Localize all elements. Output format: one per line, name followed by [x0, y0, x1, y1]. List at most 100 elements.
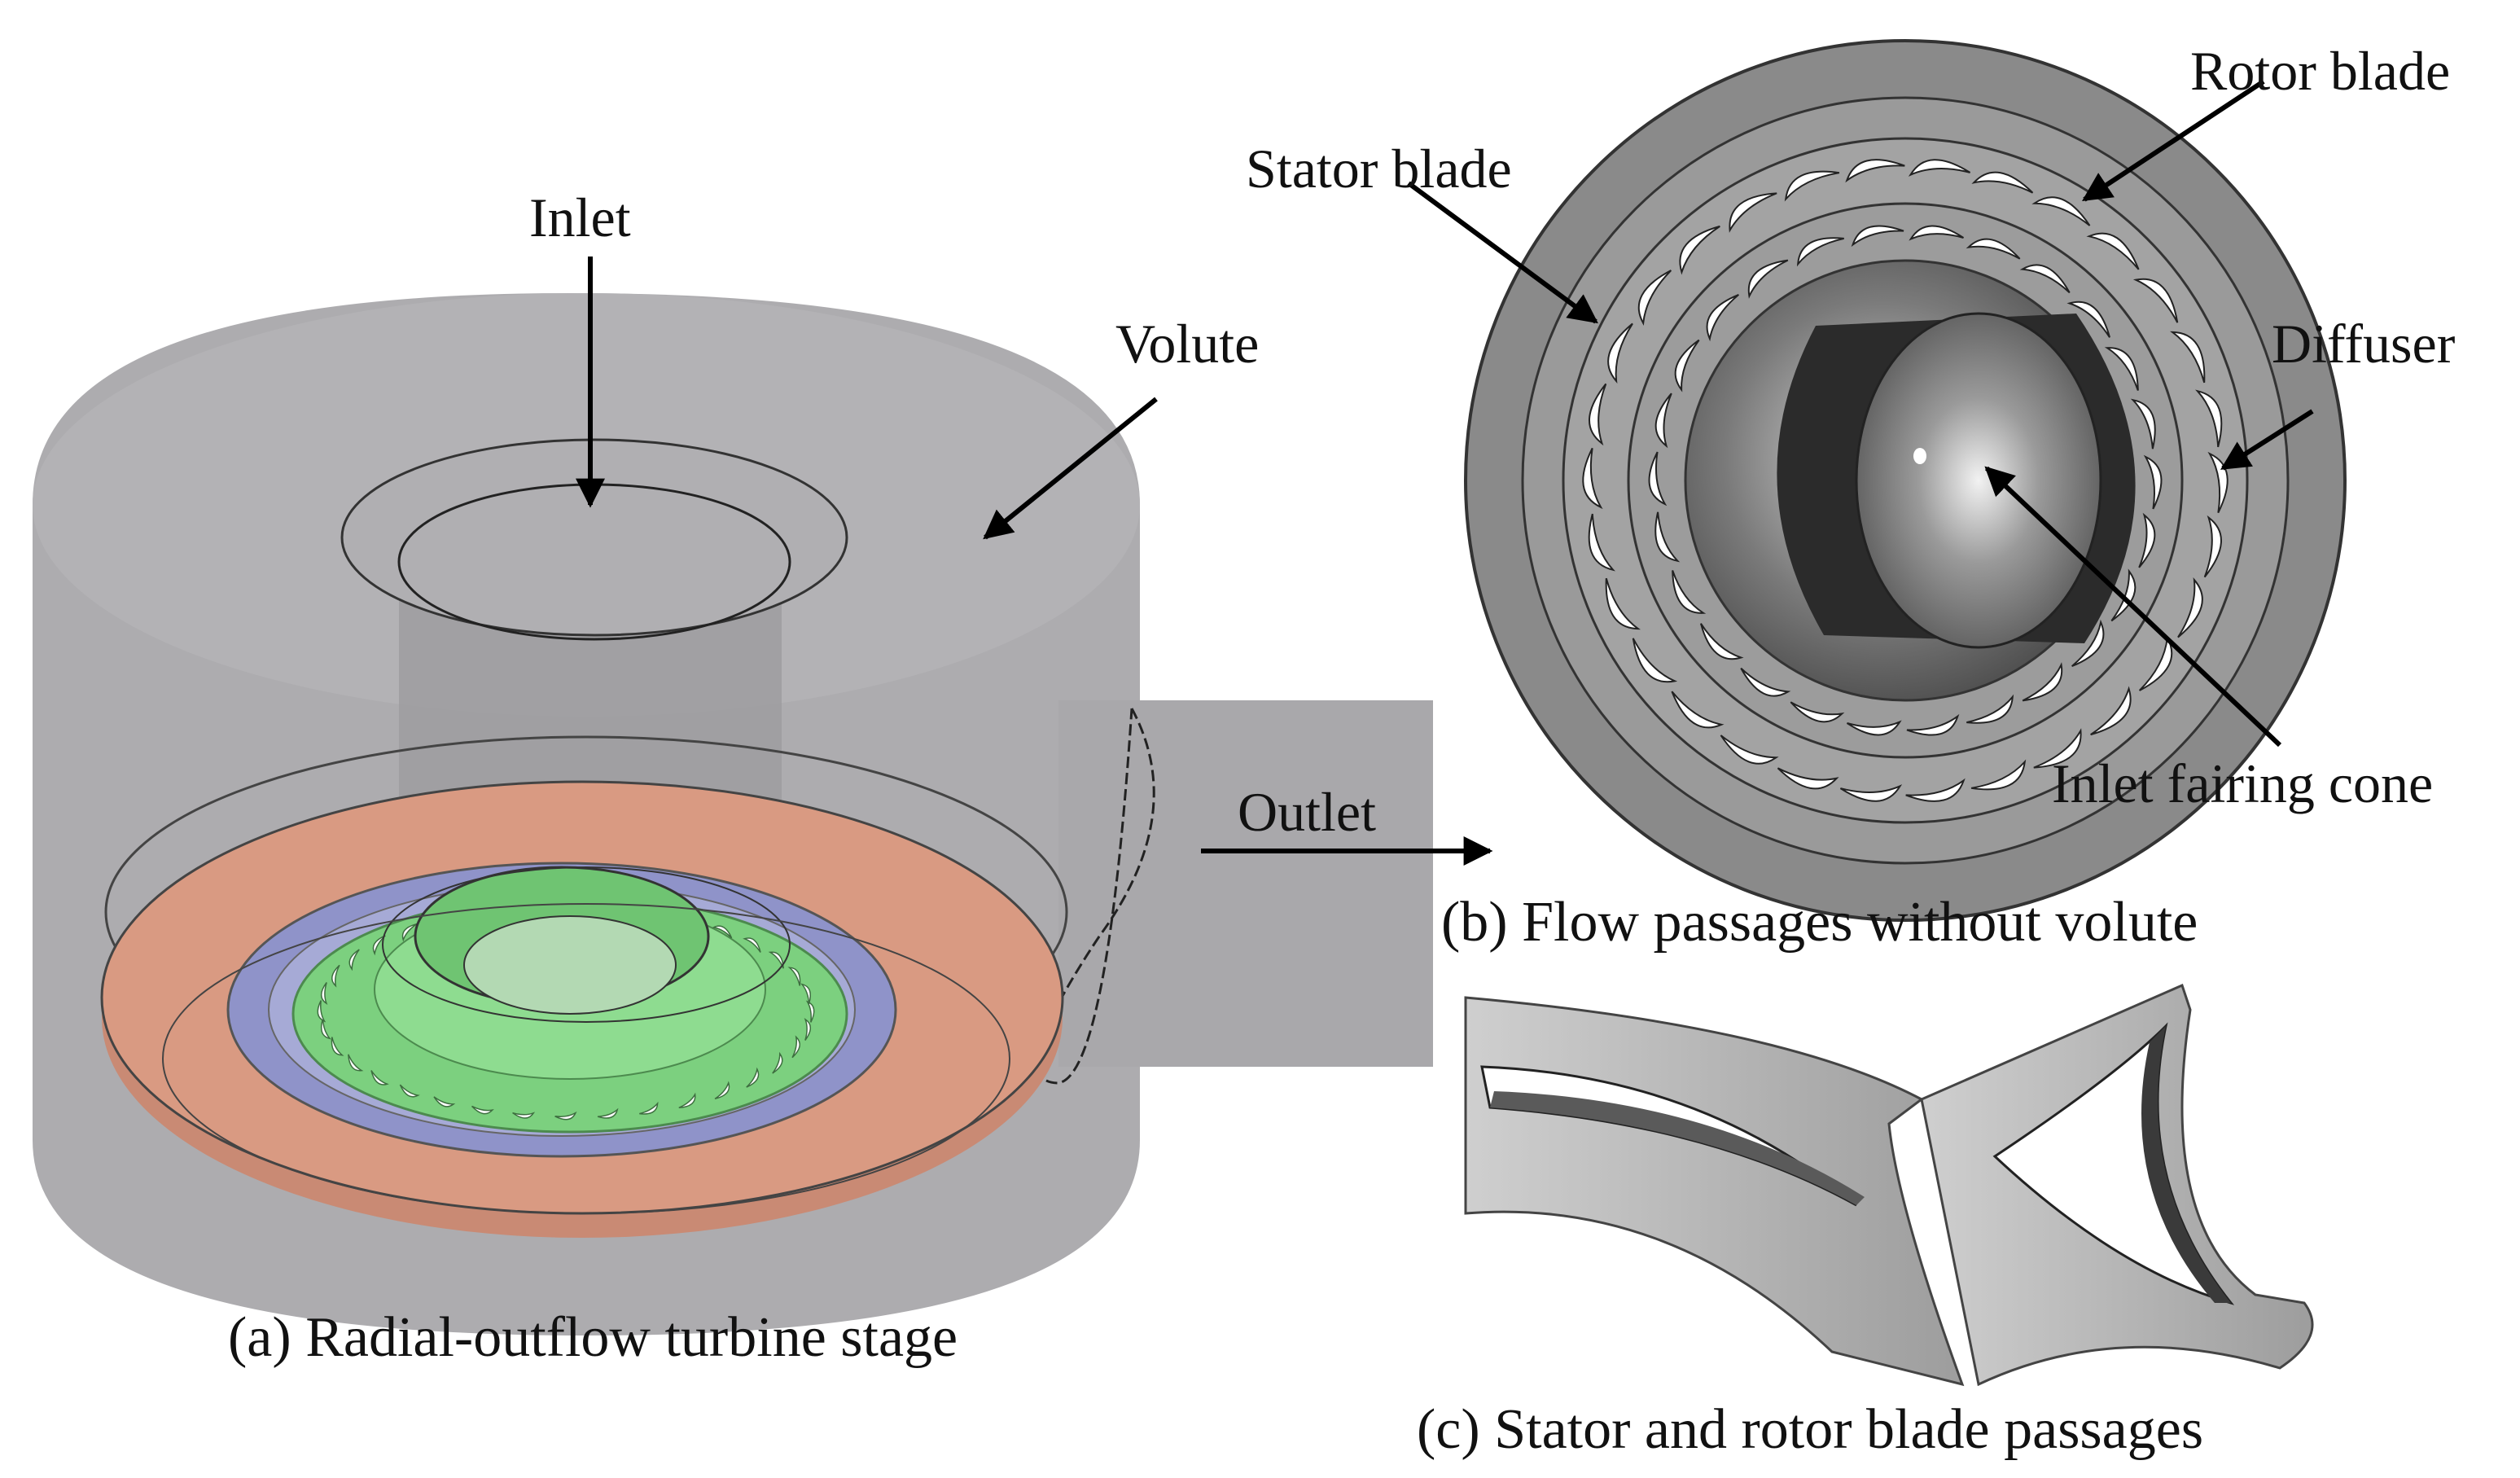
rotor-blade-slot: [1777, 767, 1839, 790]
stator-blade-slot: [1966, 694, 2014, 724]
rotor-ring-blade: [331, 1037, 344, 1056]
rotor-blade-slot: [1839, 784, 1903, 802]
stator-blade-slot: [1906, 713, 1960, 736]
stator-blade-slot: [1654, 511, 1681, 563]
stator-blade-slot: [1846, 720, 1902, 736]
rotor-blade-slot: [1582, 447, 1603, 510]
rotor-blade-slot: [1589, 383, 1607, 446]
rotor-blade-arrow: [2081, 79, 2265, 202]
rotor-ring-blade: [678, 1092, 696, 1109]
rotor-blade-slot: [1671, 691, 1725, 729]
casing-lower: [162, 903, 1010, 1214]
stator-blade-slot: [1648, 451, 1668, 507]
rotor-blade-slot: [2170, 331, 2206, 384]
rotor-blade-slot: [1784, 170, 1840, 202]
rotor-blade-slot: [2031, 196, 2091, 226]
rotor-ring-blade: [768, 951, 784, 969]
rotor-ring-blade: [331, 964, 340, 988]
stator-blade-slot: [1747, 259, 1789, 299]
stator-blade-slot: [1672, 570, 1707, 614]
stator-passage: [1464, 996, 1965, 1387]
stator-blade-slot: [1699, 623, 1744, 660]
stator-blade-slot: [1851, 225, 1904, 248]
volute-arrow: [983, 397, 1158, 540]
stator-blade-slot: [1740, 667, 1791, 697]
rotor-ring-blade: [554, 1111, 577, 1121]
rotor-ring-blade: [370, 1070, 389, 1085]
rotor-ring-blade: [433, 1096, 456, 1107]
rotor-blade-slot: [1908, 159, 1971, 177]
rotor-blade-slot: [2195, 389, 2223, 448]
stator-blade-slot: [2022, 662, 2063, 702]
rotor-ring-blade: [372, 935, 386, 956]
rotor-blade-slot: [1637, 270, 1672, 327]
rotor-ring-blade: [348, 1054, 364, 1072]
caption-c: (c) Stator and rotor blade passages: [1417, 1398, 2203, 1461]
stator-blade-slot: [1909, 225, 1965, 241]
rotor-ring-blade: [639, 1101, 659, 1115]
inlet-fairing-cone-label: Inlet fairing cone: [2052, 752, 2433, 814]
hub-outline: [382, 866, 791, 1023]
stator-blade-slot: [2143, 454, 2163, 510]
rotor-blade-slot: [1588, 513, 1615, 572]
rotor-blade-slot: [1720, 735, 1779, 765]
stator-blade-slot: [2138, 512, 2156, 568]
caption-a: (a) Radial-outflow turbine stage: [228, 1306, 958, 1369]
rotor-blade-slot: [1605, 577, 1641, 630]
turbine-stage-view: Inlet Volute Outlet (a) Radial-outflow t…: [33, 186, 1493, 1369]
rotor-ring-blade: [804, 1018, 812, 1041]
diffuser-label: Diffuser: [2272, 313, 2456, 375]
outlet-duct: [1058, 700, 1433, 1067]
blade-passages-view: (c) Stator and rotor blade passages: [1417, 983, 2314, 1461]
rotor-blade-slot: [1632, 638, 1678, 683]
rotor-ring-blade: [399, 1084, 420, 1098]
rotor-blade-slot: [2033, 728, 2082, 769]
rotor-ring-blade: [317, 1000, 327, 1023]
stator-blade-slot: [2019, 264, 2071, 294]
rotor-ring-blade: [471, 1105, 494, 1115]
inlet-fairing-cone-face: [1855, 312, 2102, 649]
stator-blade-slot: [1654, 393, 1672, 449]
rotor-blade-slot: [2132, 278, 2179, 323]
stator-blade-slot: [1790, 701, 1845, 723]
rotor-ring-blade: [320, 982, 328, 1005]
rotor-ring-blade: [348, 949, 360, 971]
rotor-ring-blade: [746, 1067, 760, 1088]
diffuser-arrow: [2220, 409, 2314, 471]
rotor-blade-slot: [1905, 778, 1966, 802]
flow-passages-view: Rotor blade Stator blade Diffuser Inlet …: [1246, 39, 2456, 954]
stator-blade-slot: [2104, 347, 2139, 391]
stator-blade-label: Stator blade: [1246, 138, 1512, 200]
stator-blade-slot: [2130, 398, 2156, 450]
rotor-ring-blade: [512, 1112, 536, 1119]
rotor-blade-slot: [2086, 232, 2140, 270]
rotor-ring-blade: [772, 1051, 783, 1074]
stator-blade-slot: [1706, 293, 1739, 342]
rotor-ring-blade: [787, 967, 801, 986]
rotor-blade-slot: [1970, 759, 2027, 791]
volute-label: Volute: [1115, 313, 1259, 375]
rotor-blade-slot: [1607, 322, 1633, 384]
rotor-passage-shadow: [2141, 1026, 2231, 1303]
rotor-ring-blade: [800, 983, 812, 1005]
stator-blade-slot: [2110, 568, 2137, 622]
outlet-label: Outlet: [1238, 781, 1376, 843]
rotor-blade-slot: [2090, 686, 2132, 736]
stator-blade-slot: [1674, 339, 1700, 393]
fairing-cone-arrow: [1984, 466, 2282, 748]
outlet-loop-line: [1036, 708, 1155, 1085]
rotor-blade-label: Rotor blade: [2190, 40, 2450, 102]
passage-blade-slots: [1582, 159, 2229, 802]
stator-blade-slot: [1966, 238, 2021, 260]
stator-passage-shadow: [1490, 1091, 1865, 1205]
rotor-ring-blade: [714, 1081, 730, 1100]
rotor-ring-blade: [712, 925, 733, 939]
rotor-blade-slot: [1679, 225, 1720, 275]
rotor-ring-blade: [805, 1000, 815, 1023]
inlet-ring-outer: [340, 438, 848, 637]
stator-blade-slot: [2071, 619, 2105, 668]
rotor-blade-slot: [1729, 192, 1777, 233]
rotor-ring-blade: [743, 937, 761, 953]
cone-tip: [1913, 448, 1926, 464]
